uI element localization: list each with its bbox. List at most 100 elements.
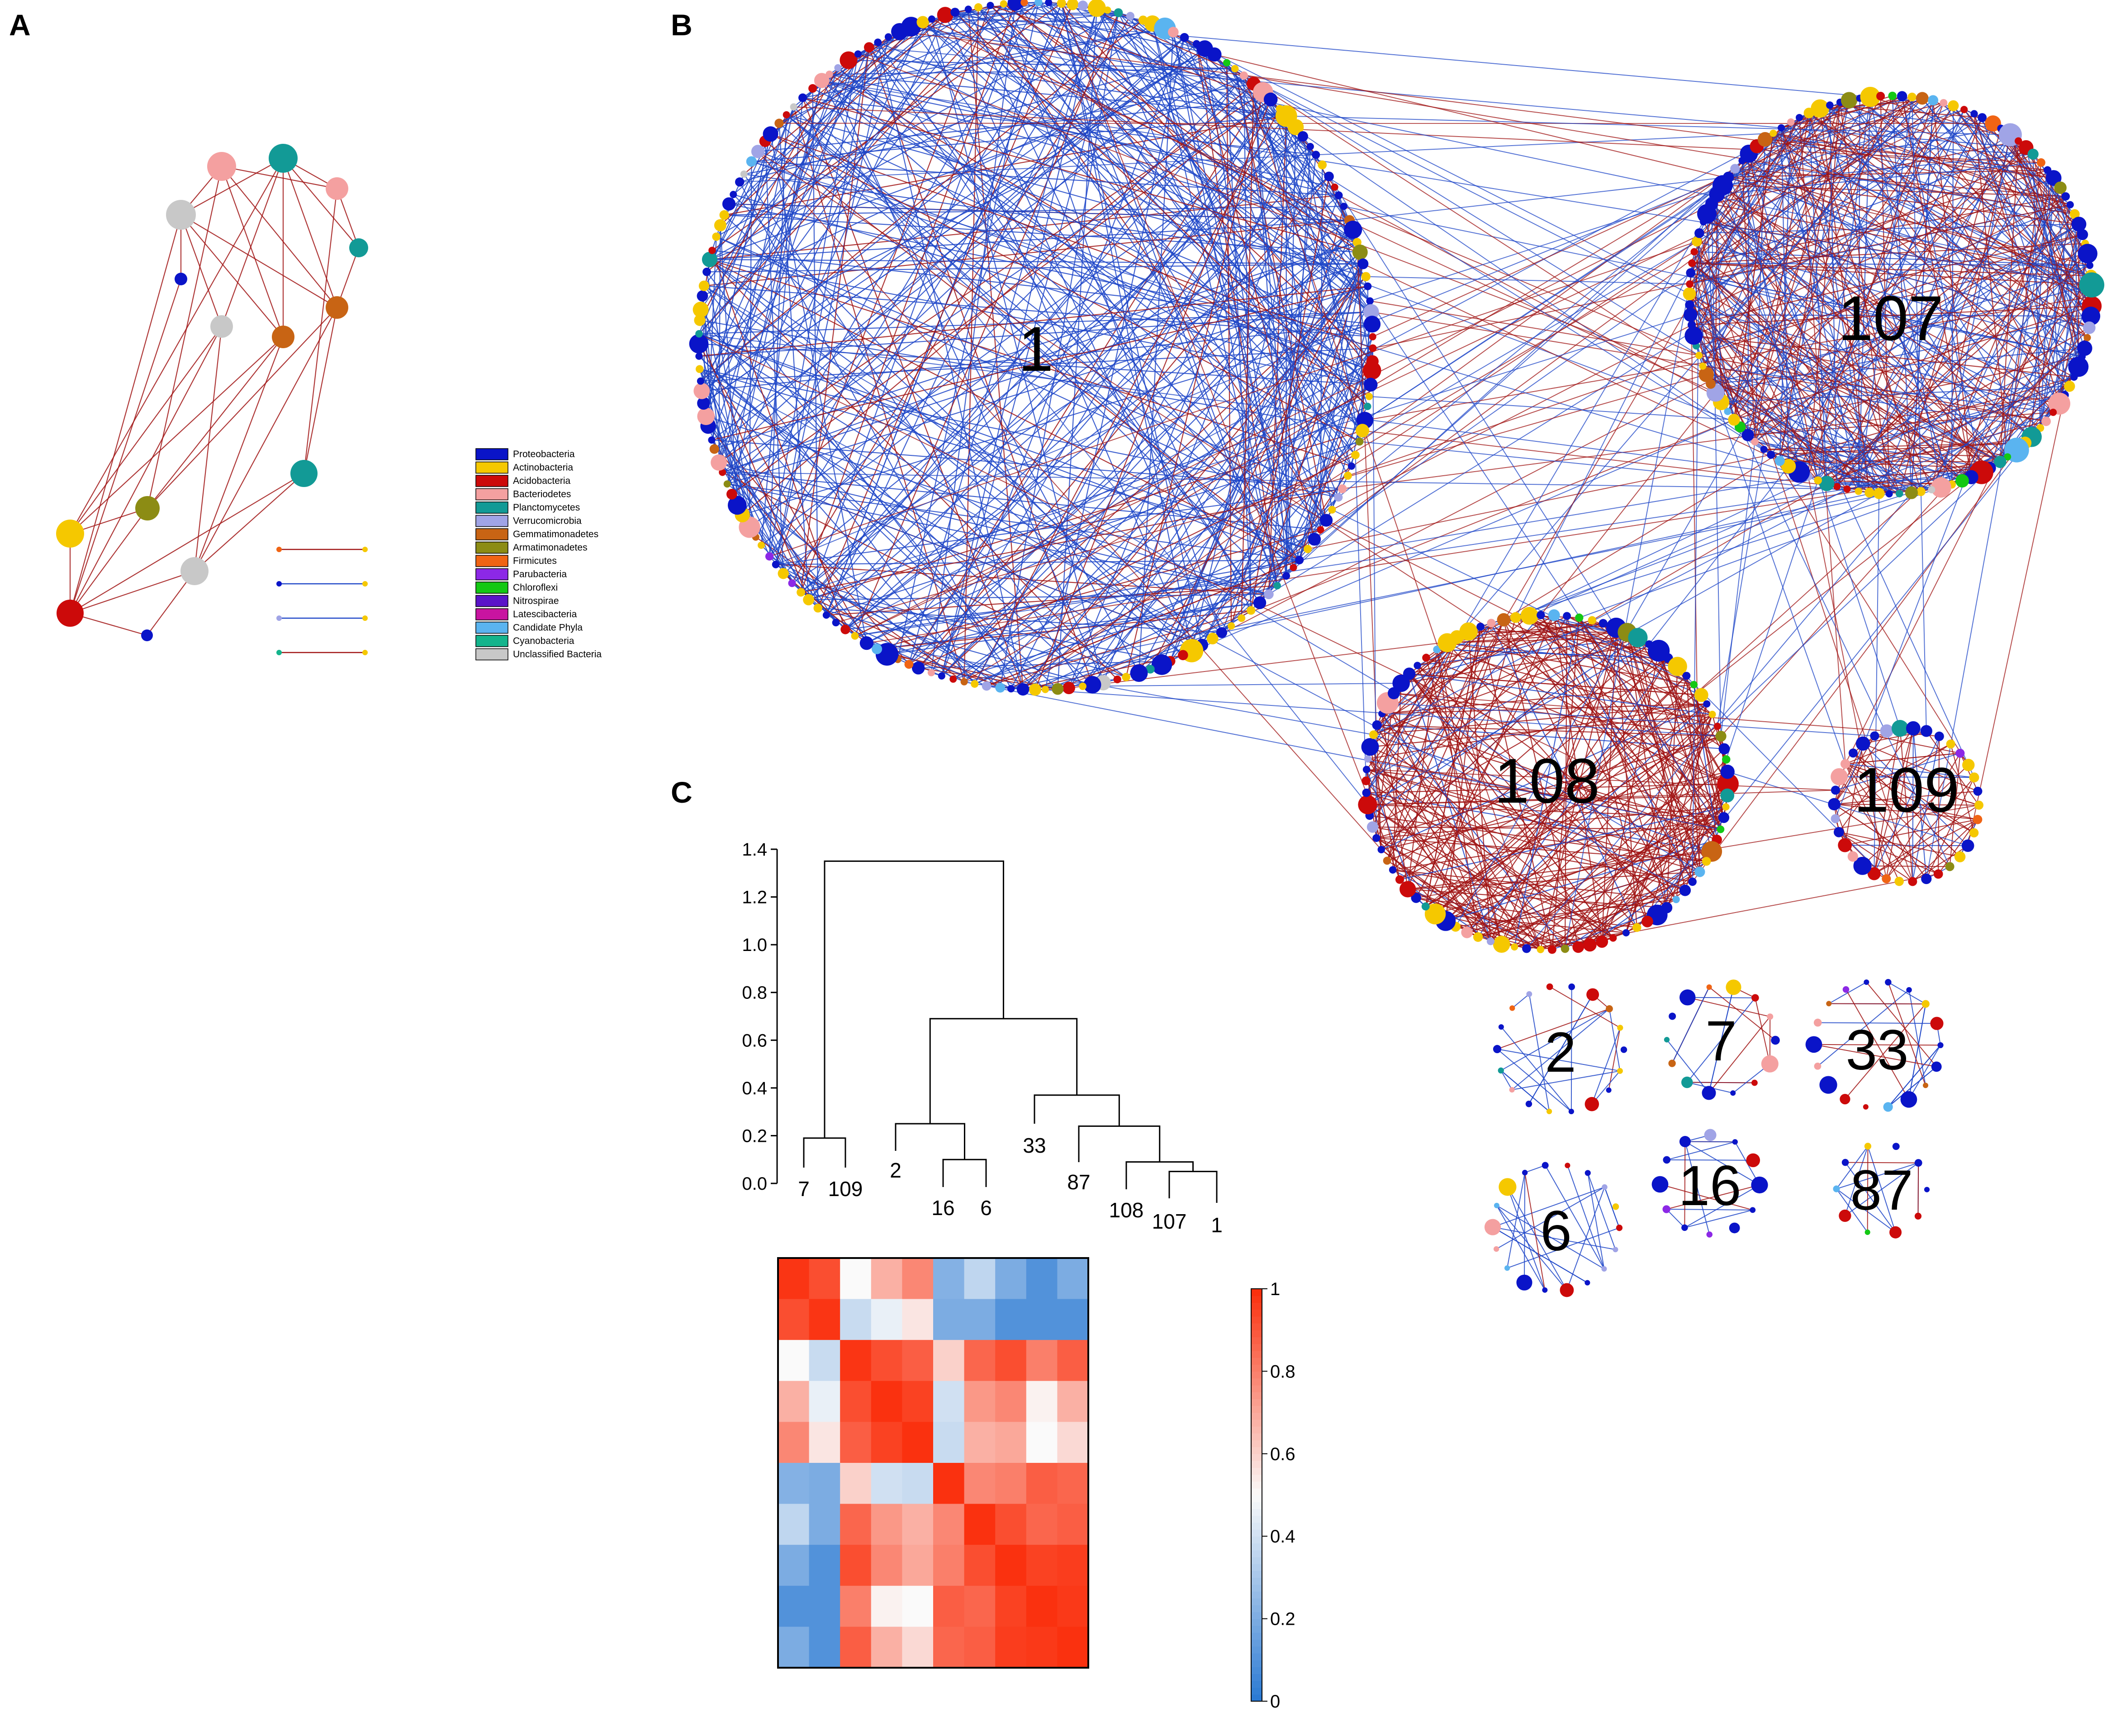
m107-node-34 — [1843, 485, 1851, 493]
module-7-edge-5 — [1708, 1016, 1771, 1093]
m1-edge-81 — [776, 564, 1269, 595]
colorbar-step-25 — [1251, 1522, 1262, 1530]
m107-edge-363 — [1982, 117, 2083, 235]
heatmap-cell-8-9 — [1057, 1585, 1089, 1627]
m108-node-33 — [1421, 902, 1430, 911]
m108-node-2 — [1722, 803, 1730, 811]
m1-edge-227 — [701, 60, 849, 391]
module-33-edge-10 — [1888, 982, 1926, 1004]
m108-m109-edge-0 — [1387, 702, 1875, 737]
m1-node-3 — [1363, 378, 1378, 392]
module-7-node-6 — [1668, 1060, 1676, 1067]
m1-edge-262 — [712, 250, 1372, 325]
module-87-node-2 — [1889, 1226, 1902, 1239]
module-33-edge-0 — [1908, 989, 1926, 1086]
m1-node-138 — [1067, 0, 1079, 10]
colorbar-step-12 — [1251, 1612, 1262, 1619]
heatmap-cell-1-6 — [964, 1299, 996, 1340]
m1-edge-419 — [718, 54, 859, 463]
colorbar-step-10 — [1251, 1625, 1262, 1633]
m1-node-23 — [1264, 589, 1274, 600]
m1-node-164 — [1318, 160, 1327, 170]
m1-edge-432 — [801, 591, 1171, 662]
heatmap-cell-0-8 — [1026, 1258, 1058, 1300]
module-6-node-3 — [1584, 1280, 1590, 1286]
m108-node-49 — [1369, 730, 1378, 739]
heatmap-cell-6-7 — [995, 1504, 1027, 1545]
m109-node-31 — [1962, 759, 1975, 771]
module-87-node-0 — [1924, 1187, 1930, 1192]
heatmap-cell-2-7 — [995, 1340, 1027, 1381]
colorbar-step-11 — [1251, 1618, 1262, 1626]
colorbar-step-49 — [1251, 1358, 1262, 1365]
module-7-node-11 — [1726, 979, 1741, 995]
heatmap-cell-6-5 — [933, 1504, 965, 1545]
legend-label-1: Actinobacteria — [513, 463, 573, 473]
m107-m109-edge-5 — [1912, 97, 1927, 731]
m107-m108-edge-26 — [1717, 449, 1765, 727]
m1-m107-edge-17 — [858, 53, 1972, 478]
m1-node-34 — [1151, 654, 1172, 675]
heatmap-cell-8-1 — [809, 1585, 840, 1627]
m108-node-62 — [1476, 622, 1485, 631]
colorbar-step-9 — [1251, 1632, 1262, 1640]
heatmap-cell-4-7 — [995, 1422, 1027, 1463]
m107-edge-361 — [2074, 214, 2079, 367]
m107-edge-342 — [1689, 102, 1841, 284]
m1-node-175 — [1364, 282, 1372, 290]
node-a-4 — [349, 238, 368, 257]
m1-node-98 — [708, 246, 716, 254]
colorbar-step-8 — [1251, 1639, 1262, 1647]
m108-node-67 — [1537, 611, 1545, 620]
m1-node-112 — [790, 103, 797, 111]
m1-node-7 — [1355, 424, 1370, 438]
m1-edge-334 — [1196, 43, 1315, 539]
heatmap-cell-2-4 — [902, 1340, 934, 1381]
m109-node-2 — [1969, 828, 1979, 837]
m107-node-48 — [1724, 407, 1731, 415]
m1-edge-417 — [700, 23, 1153, 382]
m1-edge-502 — [783, 573, 867, 644]
m107-edge-293 — [1973, 114, 2060, 404]
module-label-6: 6 — [1540, 1200, 1572, 1263]
dendro-leaf-label-5: 33 — [1023, 1134, 1046, 1157]
m1-m107-edge-59 — [1048, 2, 1771, 455]
heatmap-cell-2-1 — [809, 1340, 840, 1381]
module-33-edge-13 — [1817, 1022, 1937, 1024]
heatmap-cell-3-8 — [1026, 1381, 1058, 1422]
module-7-node-4 — [1702, 1086, 1716, 1100]
m108-m109-edge-6 — [1366, 769, 1836, 791]
module-16 — [1651, 1129, 1768, 1238]
m1-m107-edge-32 — [922, 22, 1716, 393]
heatmap-cell-9-1 — [809, 1627, 840, 1668]
m107-node-25 — [1931, 477, 1951, 498]
m1-node-131 — [987, 1, 994, 9]
m107-edge-351 — [1734, 305, 2092, 421]
m109-node-12 — [1853, 856, 1872, 875]
dendro-y-tick-label-5: 1.0 — [742, 935, 767, 955]
dendro-y-tick-label-4: 0.8 — [742, 983, 767, 1003]
example-edge-start-2 — [276, 615, 282, 621]
m1-edge-260 — [1061, 3, 1215, 55]
m107-node-30 — [1885, 490, 1893, 497]
m108-edge-185 — [1387, 860, 1541, 950]
m107-node-32 — [1864, 487, 1874, 498]
example-edge-end-0 — [362, 547, 368, 552]
m107-node-110 — [2061, 192, 2070, 201]
dendro-leaf-label-1: 109 — [828, 1177, 863, 1201]
m107-edge-168 — [1892, 95, 1912, 493]
m1-node-90 — [689, 334, 709, 354]
m108-node-68 — [1548, 609, 1560, 621]
m108-node-10 — [1679, 885, 1691, 896]
colorbar-step-50 — [1251, 1350, 1262, 1358]
m107-edge-403 — [1694, 335, 2074, 378]
m1-node-28 — [1216, 627, 1228, 638]
module-2 — [1493, 983, 1627, 1115]
module-2-node-2 — [1606, 1087, 1612, 1093]
module-6-edge-18 — [1496, 1187, 1605, 1249]
m107-edge-176 — [1836, 117, 1983, 487]
m1-m107-edge-46 — [1338, 195, 1900, 494]
m107-edge-123 — [1808, 113, 2088, 338]
edge-a-34 — [303, 188, 338, 474]
